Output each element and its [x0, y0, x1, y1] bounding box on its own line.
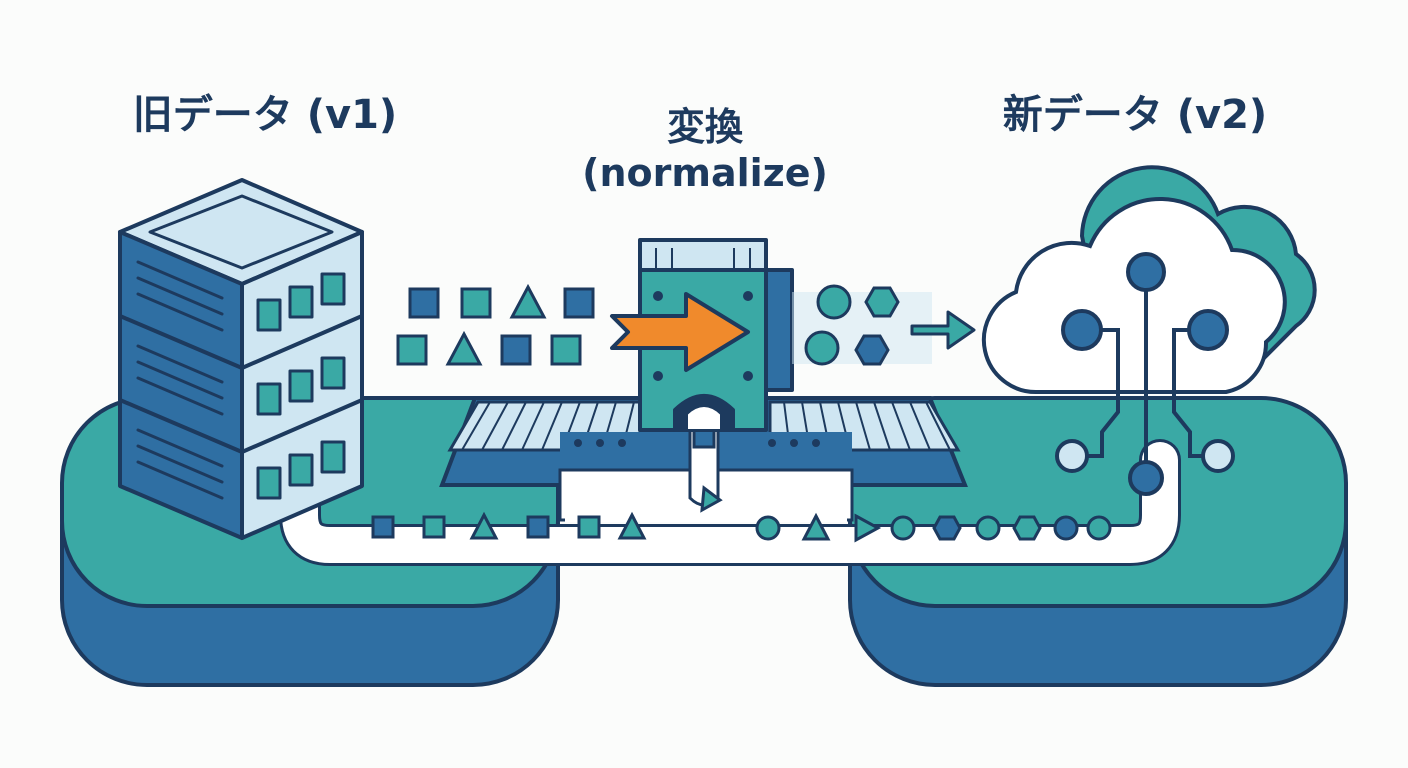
- new-data-label: 新データ (v2): [1002, 92, 1268, 138]
- output-shapes: [792, 284, 976, 366]
- path-output-shapes: [755, 512, 1112, 543]
- transform-label: 変換 (normalize): [560, 104, 850, 196]
- path-input-shapes: [371, 425, 723, 540]
- server-rack-icon: [118, 178, 364, 540]
- input-shapes: [396, 283, 595, 366]
- arrow-right-icon: [610, 292, 750, 372]
- cloud-network-icon: [981, 165, 1317, 496]
- transform-subtitle: (normalize): [582, 151, 828, 195]
- old-data-label: 旧データ (v1): [132, 92, 398, 138]
- transform-title: 変換: [666, 105, 743, 149]
